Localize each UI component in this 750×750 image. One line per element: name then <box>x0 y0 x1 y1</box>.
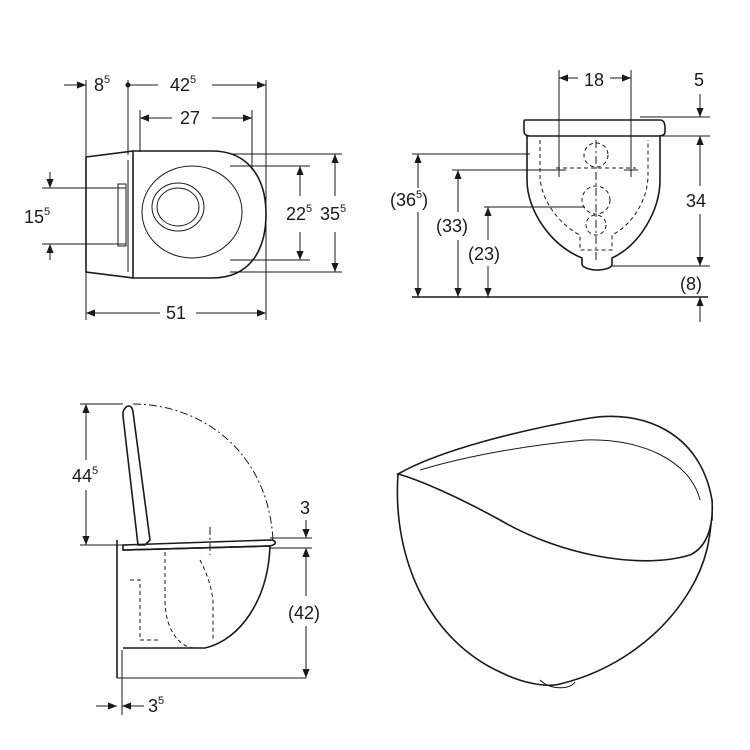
dim-label-front-g: (8) <box>680 274 702 294</box>
side-view-lid-swing-arc <box>132 403 274 541</box>
dim-label-front-a: 18 <box>584 70 604 90</box>
dim-label-top-d: 155 <box>24 206 50 227</box>
front-view: 18 5 (365) (33) 34 (23) (8) <box>390 70 710 322</box>
dim-label-side-d: 35 <box>148 695 164 716</box>
dim-label-front-d: (33) <box>436 216 468 236</box>
dim-label-side-c: (42) <box>288 603 320 623</box>
top-view-seat-ring <box>141 165 243 259</box>
dim-label-side-a: 445 <box>72 465 98 486</box>
side-view-lid-raised <box>122 405 151 546</box>
side-view: 445 3 (42) 35 <box>72 403 320 716</box>
dim-label-top-g: 51 <box>166 303 186 323</box>
dim-label-top-b: 425 <box>170 74 196 95</box>
dim-label-front-c: (365) <box>390 189 428 210</box>
dim-label-top-f: 355 <box>320 203 346 224</box>
dim-label-front-b: 5 <box>694 70 704 90</box>
dim-label-side-b: 3 <box>300 498 310 518</box>
dim-label-front-e: 34 <box>686 191 706 211</box>
dim-label-top-a: 85 <box>94 74 110 95</box>
top-view: 85 425 27 155 225 355 51 <box>24 74 346 323</box>
dim-label-top-c: 27 <box>180 108 200 128</box>
perspective-lid <box>395 415 714 562</box>
front-view-seat <box>523 119 666 137</box>
front-view-bowl <box>526 136 661 271</box>
perspective-view <box>395 415 714 689</box>
dim-label-top-e: 225 <box>286 203 312 224</box>
dim-label-front-f: (23) <box>468 244 500 264</box>
